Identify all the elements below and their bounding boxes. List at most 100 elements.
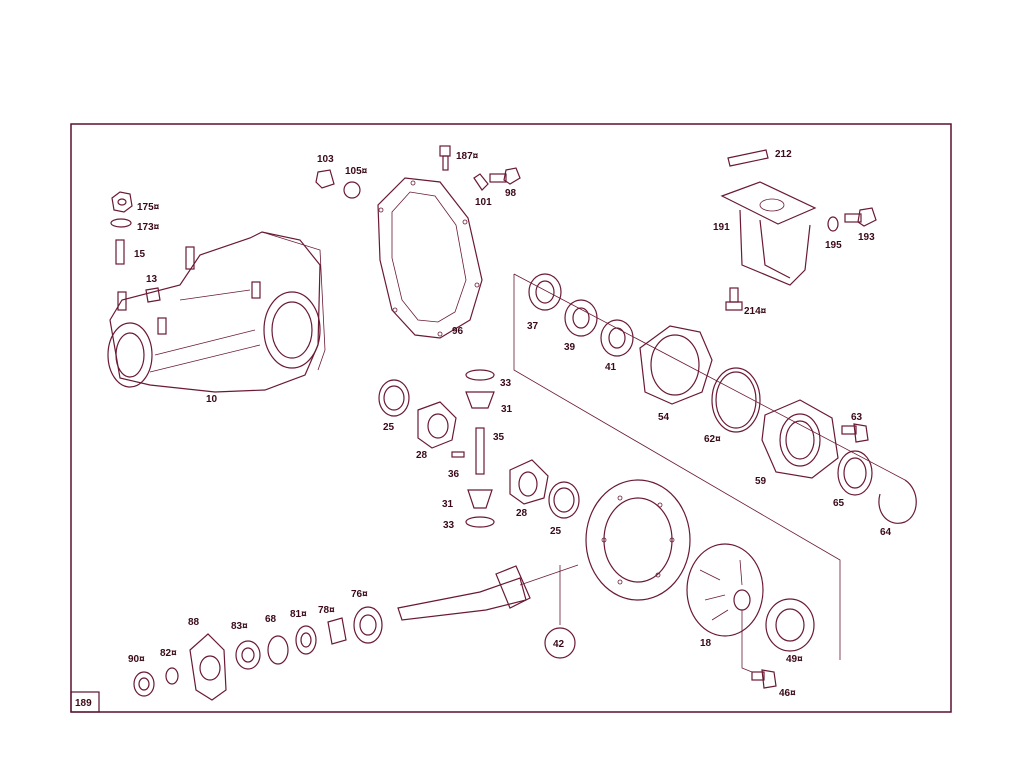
- mount-bracket-191-part: [720, 181, 817, 286]
- label-25a: 25: [383, 422, 395, 433]
- clip-101-part: [473, 173, 489, 191]
- label-25b: 25: [550, 526, 562, 537]
- seal-ring-105-part: [343, 181, 361, 199]
- seal-65-part: [837, 450, 873, 496]
- nut-90-part: [133, 671, 155, 697]
- page-number: 189: [75, 698, 92, 709]
- label-173: 173¤: [137, 222, 160, 233]
- label-42: 42: [553, 639, 565, 650]
- shaft-35-part: [475, 427, 485, 475]
- breather-187-part: [439, 145, 451, 171]
- side-gear-28b-part: [509, 459, 549, 505]
- label-49: 49¤: [786, 654, 803, 665]
- bolt-214-part: [725, 287, 743, 311]
- label-98: 98: [505, 188, 517, 199]
- shim-41-part: [600, 319, 634, 357]
- plug-103-part: [315, 169, 335, 189]
- gasket-54-part: [639, 325, 713, 405]
- bolt-193-part: [844, 207, 877, 227]
- label-28b: 28: [516, 508, 528, 519]
- pin-36-part: [451, 451, 465, 458]
- bolt-98-part: [489, 167, 521, 185]
- label-33a: 33: [500, 378, 512, 389]
- differential-carrier-18-part: [686, 543, 764, 637]
- housing-cover-part: [377, 177, 483, 339]
- page-number-box: [70, 691, 100, 713]
- leader-42: [519, 564, 579, 625]
- label-175: 175¤: [137, 202, 160, 213]
- thrust-washer-33-part: [465, 369, 495, 381]
- bolt-46-part: [751, 669, 777, 689]
- thrust-washer-25-part: [378, 379, 410, 417]
- label-31b: 31: [442, 499, 454, 510]
- circlip-64-part: [878, 479, 917, 524]
- washer-173-part: [110, 218, 132, 228]
- label-65: 65: [833, 498, 845, 509]
- label-10: 10: [206, 394, 218, 405]
- shim-37-part: [528, 273, 562, 311]
- label-193: 193: [858, 232, 875, 243]
- label-90: 90¤: [128, 654, 145, 665]
- leader-46: [741, 610, 753, 673]
- label-82: 82¤: [160, 648, 177, 659]
- label-28a: 28: [416, 450, 428, 461]
- label-59: 59: [755, 476, 767, 487]
- label-76: 76¤: [351, 589, 368, 600]
- label-13: 13: [146, 274, 158, 285]
- label-195: 195: [825, 240, 842, 251]
- nut-175-part: [111, 191, 133, 213]
- seal-ring-83-part: [235, 640, 261, 670]
- label-15: 15: [134, 249, 146, 260]
- pinion-gear-31-part: [465, 391, 495, 409]
- label-187: 187¤: [456, 151, 479, 162]
- label-105: 105¤: [345, 166, 368, 177]
- thrust-washer-33b-part: [465, 516, 495, 528]
- label-37: 37: [527, 321, 539, 332]
- plug-13-part: [145, 287, 161, 303]
- washer-82-part: [165, 667, 179, 685]
- bearing-housing-59-part: [761, 399, 839, 479]
- shim-39-part: [564, 299, 598, 337]
- rubber-strip-212-part: [727, 149, 769, 167]
- label-39: 39: [564, 342, 576, 353]
- label-191: 191: [713, 222, 730, 233]
- label-96: 96: [452, 326, 464, 337]
- label-63: 63: [851, 412, 863, 423]
- bolt-63-part: [841, 423, 869, 443]
- seal-68-part: [267, 635, 289, 665]
- ring-gear-part: [585, 479, 691, 601]
- label-62: 62¤: [704, 434, 721, 445]
- label-36: 36: [448, 469, 460, 480]
- diagram-frame: [70, 123, 952, 713]
- o-ring-62-part: [711, 367, 761, 433]
- label-101: 101: [475, 197, 492, 208]
- axle-housing-part: [107, 231, 326, 393]
- label-68: 68: [265, 614, 277, 625]
- label-83: 83¤: [231, 621, 248, 632]
- label-33b: 33: [443, 520, 455, 531]
- label-103: 103: [317, 154, 334, 165]
- shim-81-part: [295, 625, 317, 655]
- label-212: 212: [775, 149, 792, 160]
- assembly-outline-top: [513, 273, 906, 481]
- label-81: 81¤: [290, 609, 307, 620]
- washer-195-part: [827, 216, 839, 232]
- label-54: 54: [658, 412, 670, 423]
- side-gear-28-part: [417, 401, 457, 449]
- label-46: 46¤: [779, 688, 796, 699]
- bearing-49-part: [765, 598, 815, 652]
- stud-15-part: [115, 239, 125, 265]
- label-41: 41: [605, 362, 617, 373]
- label-35: 35: [493, 432, 505, 443]
- label-64: 64: [880, 527, 892, 538]
- pinion-gear-31b-part: [467, 489, 493, 509]
- assembly-outline: [513, 274, 841, 660]
- label-88: 88: [188, 617, 200, 628]
- label-31a: 31: [501, 404, 513, 415]
- flange-88-part: [189, 633, 227, 701]
- spacer-78-part: [327, 617, 347, 645]
- label-214: 214¤: [744, 306, 767, 317]
- thrust-washer-25b-part: [548, 481, 580, 519]
- label-78: 78¤: [318, 605, 335, 616]
